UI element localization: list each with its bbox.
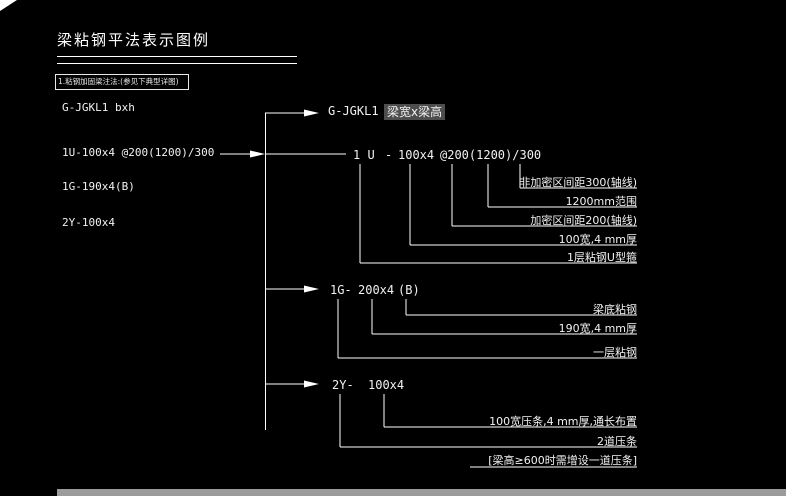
- branch-gb-arrowhead-icon: [304, 285, 319, 293]
- left-item-y: 2Y-100x4: [62, 216, 115, 229]
- u-note-1: 非加密区间距300(轴线): [519, 176, 637, 189]
- note-box: 1.粘钢加固梁注法:(参见下典型详图): [55, 74, 189, 90]
- branch-g-arrowhead-icon: [304, 109, 319, 117]
- gb-note-3: 一层粘钢: [593, 346, 637, 359]
- u-note-4: 100宽,4 mm厚: [558, 233, 637, 246]
- entry-arrowhead-icon: [250, 150, 265, 158]
- gb-note-1: 梁底粘钢: [593, 303, 637, 316]
- branch-y-arrowhead-icon: [304, 380, 319, 388]
- y-note-1: 100宽压条,4 mm厚,通长布置: [489, 415, 637, 428]
- gb-token-suffix: (B): [398, 283, 420, 297]
- gb-note-2: 190宽,4 mm厚: [558, 322, 637, 335]
- y-token-size: 100x4: [368, 378, 405, 392]
- corner-triangle-marker: [0, 0, 17, 11]
- left-item-u: 1U-100x4 @200(1200)/300: [62, 146, 215, 159]
- u-token-spacing: @200(1200)/300: [440, 148, 542, 162]
- u-token-dash: -: [385, 148, 393, 162]
- u-note-2: 1200mm范围: [565, 195, 637, 208]
- gb-token-prefix: 1G-: [330, 283, 352, 297]
- u-note-3: 加密区间距200(轴线): [530, 214, 637, 227]
- gb-token-size: 200x4: [358, 283, 395, 297]
- u-token-size: 100x4: [398, 148, 435, 162]
- g-meaning-highlighted: 梁宽x梁高: [384, 104, 446, 120]
- u-token-prefix: 1 U: [353, 148, 375, 162]
- y-note-2: 2道压条: [597, 435, 637, 448]
- horizontal-scrollbar[interactable]: [57, 489, 786, 496]
- g-code: G-JGKL1: [328, 104, 379, 118]
- drawing-title: 梁粘钢平法表示图例: [57, 31, 211, 49]
- u-note-5: 1层粘钢U型箍: [566, 251, 637, 264]
- beam-height-footnote: [梁高≥600时需增设一道压条]: [488, 454, 637, 467]
- y-token-prefix: 2Y-: [332, 378, 354, 392]
- left-item-g: G-JGKL1 bxh: [62, 101, 135, 114]
- left-item-gb: 1G-190x4(B): [62, 180, 135, 193]
